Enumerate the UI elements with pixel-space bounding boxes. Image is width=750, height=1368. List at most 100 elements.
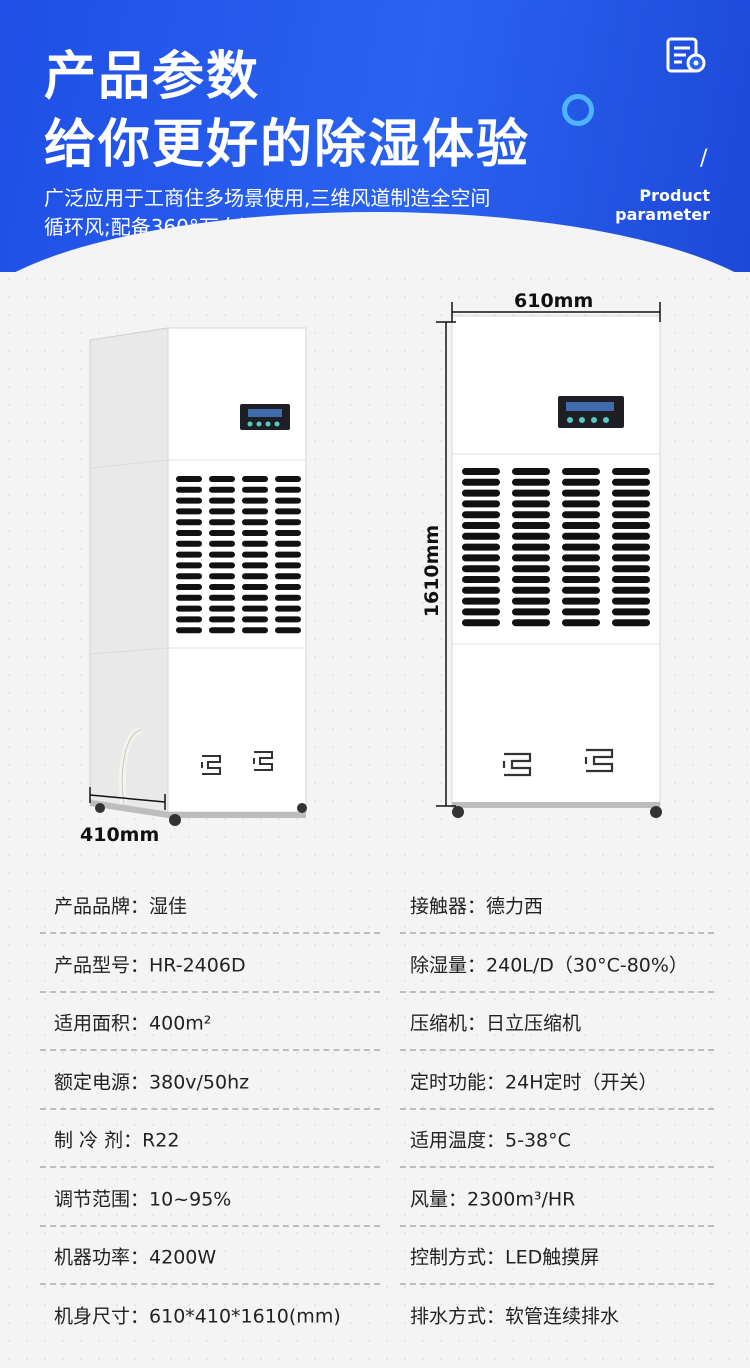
vent-slat [512,522,550,529]
spec-label: 机身尺寸： [54,1305,150,1327]
vent-slat [275,540,301,547]
vent-slat [209,594,235,601]
page-subtitle-heading: 给你更好的除湿体验 [44,115,531,175]
spec-label: 机器功率： [54,1246,150,1269]
row-divider [40,1224,380,1227]
vent-slat [512,489,550,497]
row-divider [400,990,714,993]
vent-slat [275,530,301,536]
spec-value: 湿佳 [149,895,188,918]
spec-row: 产品品牌：湿佳接触器：德力西 [0,876,750,934]
spec-value: LED触摸屏 [505,1246,600,1269]
vent-slat [176,508,202,515]
row-divider [40,1283,380,1285]
vent-slat [242,519,268,526]
row-divider [400,1283,714,1285]
vent-slat [562,543,600,551]
spec-right: 排水方式：软管连续排水 [410,1301,619,1328]
spec-value: 日立压缩机 [486,1012,582,1035]
spec-right: 风量：2300m³/HR [410,1184,575,1211]
vent-slat [562,522,600,529]
vent-slat [209,497,235,504]
vent-slat [462,565,500,573]
spec-left: 机器功率：4200W [54,1243,216,1270]
vent-slat [176,519,202,526]
vent-slat [176,616,202,623]
vent-slat [612,586,650,594]
vent-slat [512,532,550,540]
row-divider [40,1166,380,1168]
vent-slat [512,478,550,486]
vent-slat [562,586,600,594]
spec-right: 定时功能：24H定时（开关） [410,1067,657,1094]
vent-slat [612,522,650,529]
spec-label: 压缩机： [410,1012,487,1035]
dehumidifier-side-view [89,327,307,826]
vent-slat [512,565,550,573]
spec-label: 额定电源： [54,1071,150,1093]
header-slash: / [700,146,708,171]
vent-slat [562,511,600,519]
vent-slat [562,608,600,616]
spec-value: 400m² [149,1012,212,1035]
vent-slat [612,500,650,508]
vent-slat [176,594,202,601]
vent-slat [176,551,202,558]
vent-slat [462,532,500,540]
vent-slat [462,597,500,605]
spec-value: 24H定时（开关） [505,1071,658,1093]
row-divider [40,932,380,934]
row-divider [40,990,380,993]
vent-slat [612,597,650,605]
vent-slat [275,551,301,558]
spec-right: 适用温度：5-38°C [410,1126,571,1153]
vent-slat [209,508,235,515]
page-title: 产品参数 [44,47,261,107]
spec-label: 控制方式： [410,1246,506,1269]
spec-label: 除湿量： [410,954,487,976]
spec-left: 机身尺寸：610*410*1610(mm) [54,1301,341,1328]
vent-slat [242,562,268,569]
vent-slat [209,551,235,558]
vent-slat [512,511,550,519]
spec-label: 适用温度： [410,1129,506,1152]
vent-slat [209,530,235,536]
document-gear-icon [666,37,706,73]
vent-slat [512,576,550,583]
spec-label: 定时功能： [410,1071,506,1093]
english-label: Product parameter [600,186,710,224]
vent-slat [462,468,500,475]
vent-slat [242,616,268,623]
vent-slat [512,597,550,605]
spec-row: 调节范围：10~95%风量：2300m³/HR [0,1169,750,1227]
vent-slat [612,489,650,497]
description-line-1: 广泛应用于工商住多场景使用,三维风道制造全空间 [44,186,491,210]
spec-value: 2300m³/HR [467,1188,576,1210]
vent-slat [242,540,268,547]
spec-label: 制 冷 剂： [54,1129,143,1152]
vent-slat [562,478,600,486]
vent-slat [176,486,202,493]
vent-slat [275,573,301,580]
row-divider [400,932,714,934]
row-divider [400,1107,714,1110]
vent-slat [612,565,650,573]
vent-slat [242,476,268,482]
vent-slat [275,605,301,612]
spec-label: 产品型号： [54,954,150,976]
vent-slat [275,497,301,504]
vent-slat [462,489,500,497]
vent-slat [612,532,650,540]
vent-slat [462,500,500,508]
vent-slat [562,489,600,497]
vent-slat [209,562,235,569]
vent-slat [209,519,235,526]
row-divider [40,1049,380,1051]
vent-slat [275,486,301,493]
vent-slat [209,476,235,482]
vent-slat [275,562,301,569]
vent-slat [275,508,301,515]
vent-slat [242,594,268,601]
